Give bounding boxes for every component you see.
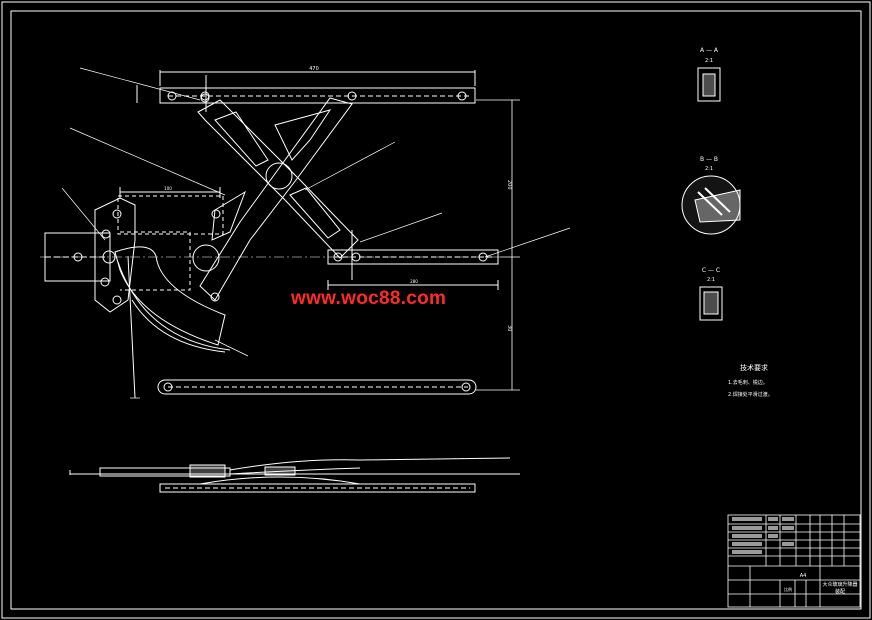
title-block [727, 514, 861, 608]
vertical-dimension [476, 99, 520, 391]
title-block-fill [732, 517, 794, 554]
tech-req-item-1: 1.去毛刺、锐边。 [728, 379, 768, 386]
dim-vertical-lower: 30 [506, 325, 512, 331]
section-b-label: B — B [700, 156, 718, 163]
watermark: www.woc88.com [291, 288, 447, 309]
dim-top-length: 470 [309, 66, 319, 72]
top-guide-rail [136, 70, 476, 112]
title-block-code: A4 [800, 573, 807, 579]
side-view [69, 457, 520, 493]
sector-gear [114, 246, 231, 353]
section-a-scale: 2:1 [705, 58, 713, 64]
tech-req-title: 技术要求 [740, 363, 768, 372]
scissor-arms [192, 93, 359, 302]
section-b-view [681, 175, 741, 235]
section-b-scale: 2:1 [705, 166, 713, 172]
title-block-line1: 大众玻璃升降器 [822, 581, 857, 588]
section-c-label: C — C [702, 267, 720, 274]
bottom-guide-rail [127, 255, 477, 399]
title-block-line2: 装配 [835, 588, 845, 595]
section-a-view [697, 67, 721, 102]
part-leaders [61, 67, 571, 399]
section-c-view [699, 286, 723, 321]
dim-vertical-upper: 200 [506, 180, 512, 190]
dim-bracket: 100 [164, 186, 172, 191]
dim-lower-length: 280 [410, 279, 418, 284]
inner-border [10, 10, 862, 610]
section-a-label: A — A [700, 47, 719, 54]
tech-req-item-2: 2.焊接处平滑过渡。 [728, 391, 773, 398]
title-block-scale: 比例 [784, 586, 792, 592]
section-c-scale: 2:1 [707, 277, 715, 283]
